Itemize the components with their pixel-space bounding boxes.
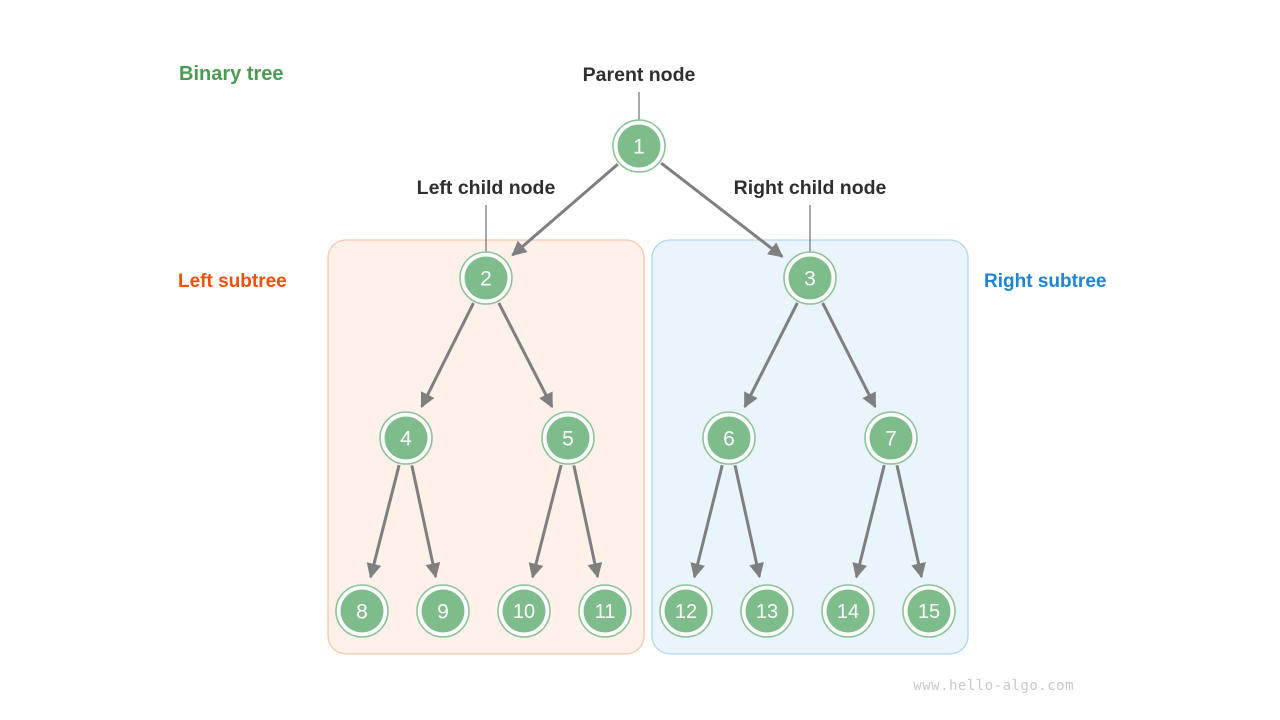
node-value: 3 <box>804 268 816 291</box>
node-value: 6 <box>723 428 735 451</box>
tree-node-2[interactable]: 2 <box>459 251 513 305</box>
node-value: 9 <box>437 601 449 624</box>
tree-node-9[interactable]: 9 <box>416 584 470 638</box>
tree-node-12[interactable]: 12 <box>659 584 713 638</box>
node-disc <box>464 256 508 300</box>
node-value: 14 <box>837 601 859 623</box>
node-value: 4 <box>400 428 412 451</box>
tree-node-4[interactable]: 4 <box>379 411 433 465</box>
tree-edge-n7-to-n15 <box>895 465 926 579</box>
annotation-left-child-node: Left child node <box>417 177 556 199</box>
node-value: 7 <box>885 428 897 451</box>
node-disc <box>664 589 708 633</box>
tree-node-10[interactable]: 10 <box>497 584 551 638</box>
tree-edge-n6-to-n13 <box>733 465 764 579</box>
tree-node-1[interactable]: 1 <box>612 119 666 173</box>
tree-node-3[interactable]: 3 <box>783 251 837 305</box>
tree-node-6[interactable]: 6 <box>702 411 756 465</box>
tree-edge-n2-to-n4 <box>420 302 475 409</box>
watermark: www.hello-algo.com <box>913 678 1074 694</box>
tree-edge-n7-to-n14 <box>852 464 886 579</box>
node-disc <box>583 589 627 633</box>
tree-node-8[interactable]: 8 <box>335 584 389 638</box>
node-value: 2 <box>480 268 492 291</box>
node-value: 1 <box>633 136 645 159</box>
annotation-leader-lines <box>485 92 811 252</box>
annotation-parent-node: Parent node <box>583 64 696 86</box>
node-disc <box>502 589 546 633</box>
tree-node-14[interactable]: 14 <box>821 584 875 638</box>
node-value: 10 <box>513 601 535 623</box>
tree-edge-n3-to-n7 <box>821 302 877 409</box>
tree-edge-n1-to-n2 <box>511 163 619 257</box>
tree-node-15[interactable]: 15 <box>902 584 956 638</box>
node-disc <box>826 589 870 633</box>
node-disc <box>707 416 751 460</box>
page-title: Binary tree <box>179 63 284 85</box>
node-value: 11 <box>595 601 616 623</box>
node-value: 12 <box>675 601 697 623</box>
subtree-panels <box>327 239 969 655</box>
node-value: 5 <box>562 428 574 451</box>
annotation-right-subtree: Right subtree <box>984 271 1106 292</box>
annotation-right-child-node: Right child node <box>734 177 887 199</box>
node-disc <box>907 589 951 633</box>
tree-edge-n4-to-n8 <box>366 464 401 579</box>
node-disc <box>421 589 465 633</box>
node-disc <box>869 416 913 460</box>
annotation-left-subtree: Left subtree <box>178 271 287 292</box>
tree-edge-n3-to-n6 <box>743 302 799 409</box>
tree-edge-n1-to-n3 <box>660 161 784 258</box>
tree-edge-n5-to-n10 <box>528 464 563 579</box>
tree-node-11[interactable]: 11 <box>578 584 632 638</box>
node-disc <box>384 416 428 460</box>
node-disc <box>745 589 789 633</box>
tree-node-7[interactable]: 7 <box>864 411 918 465</box>
tree-node-13[interactable]: 13 <box>740 584 794 638</box>
tree-edges <box>366 161 926 579</box>
node-value: 15 <box>918 601 940 623</box>
node-value: 8 <box>356 601 368 624</box>
node-disc <box>788 256 832 300</box>
tree-edge-n6-to-n12 <box>690 464 724 579</box>
node-disc <box>617 124 661 168</box>
tree-edge-n5-to-n11 <box>572 465 603 579</box>
node-disc <box>546 416 590 460</box>
tree-edge-n2-to-n5 <box>497 302 554 409</box>
node-value: 13 <box>756 601 778 623</box>
tree-edge-n4-to-n9 <box>410 465 441 579</box>
node-disc <box>340 589 384 633</box>
tree-node-5[interactable]: 5 <box>541 411 595 465</box>
